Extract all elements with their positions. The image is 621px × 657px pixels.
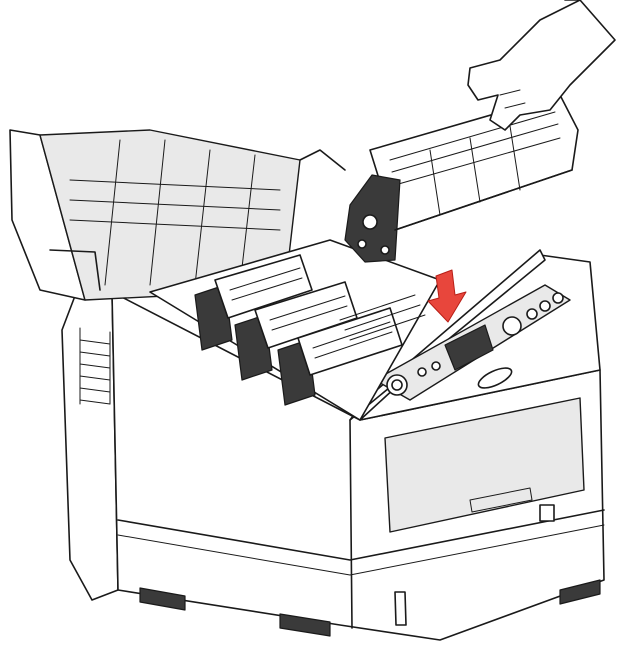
drum-cartridge — [344, 94, 579, 263]
installed-drum-3 — [277, 307, 403, 406]
hand-illustration — [467, 0, 616, 131]
open-top-cover — [9, 129, 346, 301]
side-vent-grille — [79, 327, 111, 405]
installed-drum-2 — [234, 281, 358, 381]
drum-cavity — [149, 239, 441, 421]
insert-direction-arrow-icon — [427, 269, 467, 323]
lcd-screen — [444, 324, 494, 371]
top-deck — [349, 249, 601, 421]
printer-body — [61, 287, 605, 641]
installed-drum-1 — [194, 254, 313, 351]
